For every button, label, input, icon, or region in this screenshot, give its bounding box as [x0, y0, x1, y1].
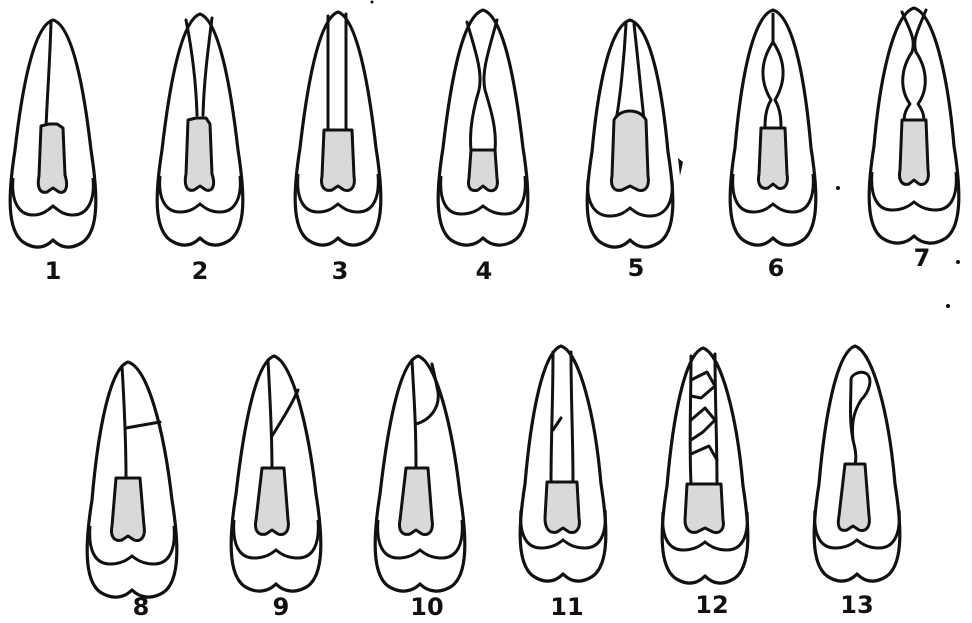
- scan-speck: [371, 1, 374, 4]
- scan-speck: [946, 304, 950, 308]
- scan-speck: [836, 186, 840, 190]
- scan-speck: [956, 260, 960, 264]
- tooth-label-1: 1: [45, 257, 62, 285]
- tooth-label-11: 11: [550, 593, 583, 621]
- tooth-label-8: 8: [133, 593, 150, 621]
- tooth-2: [157, 14, 243, 245]
- tooth-label-2: 2: [192, 257, 209, 285]
- tooth-label-10: 10: [410, 593, 443, 621]
- tooth-label-5: 5: [628, 254, 645, 282]
- tooth-11: [520, 346, 606, 581]
- tooth-4: [438, 10, 528, 245]
- tooth-label-12: 12: [695, 591, 728, 619]
- tooth-7: [869, 8, 959, 243]
- tooth-10: [375, 356, 465, 591]
- tooth-label-7: 7: [914, 244, 931, 272]
- tooth-label-3: 3: [332, 257, 349, 285]
- tooth-8: [87, 362, 177, 597]
- tooth-label-13: 13: [840, 591, 873, 619]
- tooth-9: [231, 356, 321, 591]
- tooth-3: [295, 12, 381, 245]
- tooth-13: [814, 346, 900, 581]
- tooth-label-4: 4: [476, 257, 493, 285]
- tooth-label-9: 9: [273, 593, 290, 621]
- tooth-label-6: 6: [768, 254, 785, 282]
- tooth-1: [10, 20, 96, 247]
- tooth-6: [730, 10, 816, 245]
- tooth-12: [662, 348, 748, 583]
- tooth-5: [587, 20, 683, 247]
